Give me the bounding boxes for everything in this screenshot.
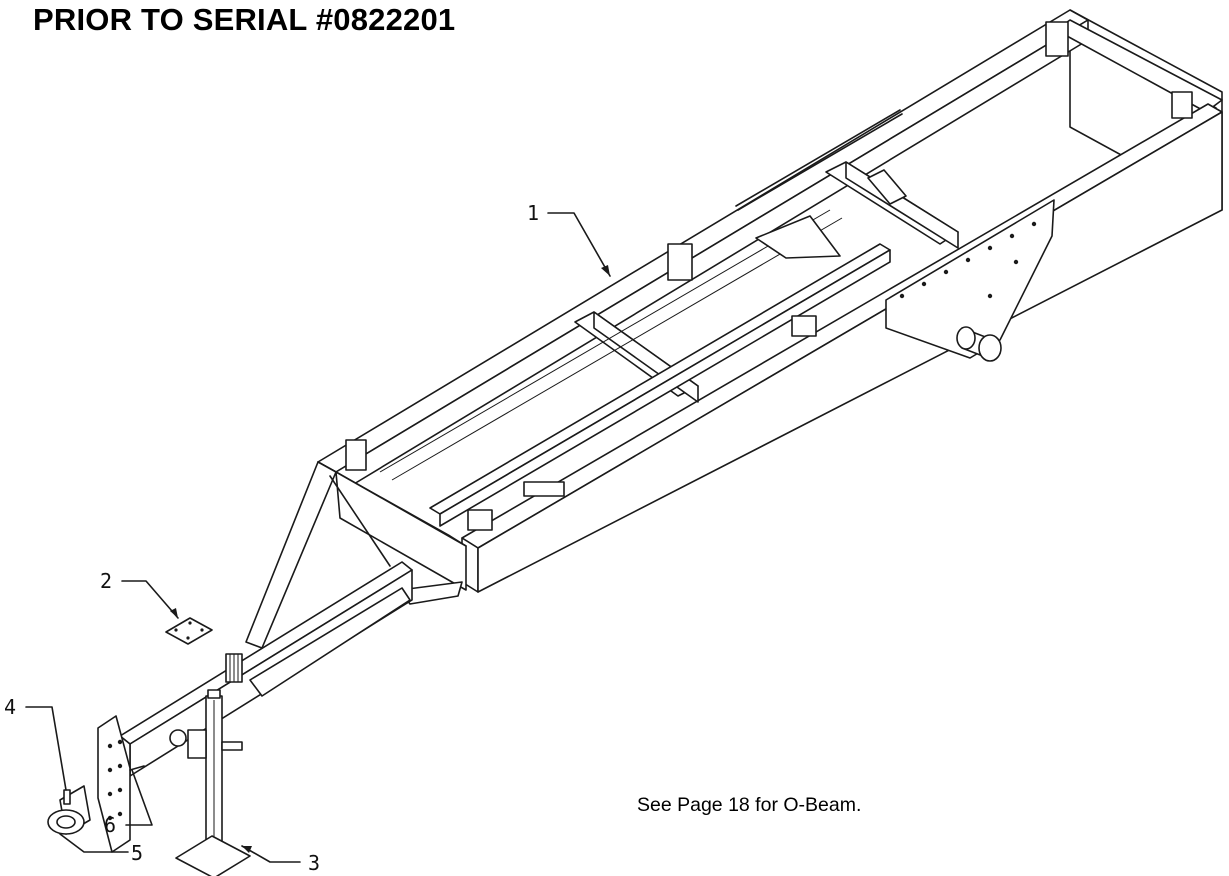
front-crossmember-face — [335, 471, 467, 591]
callout-6: 6 — [104, 813, 116, 837]
mount-tab — [667, 243, 693, 281]
callout-1: 1 — [527, 201, 539, 225]
mount-tab — [1171, 91, 1193, 119]
main-frame — [317, 9, 1223, 593]
mount-tab — [1045, 21, 1069, 57]
gusset-holes — [899, 221, 1037, 299]
hitch-mount-plate — [97, 715, 145, 853]
callout-5: 5 — [131, 841, 143, 865]
tongue — [119, 461, 463, 777]
jack-mount-plate — [165, 617, 213, 645]
under-bracket-2 — [867, 169, 907, 205]
mount-tab — [467, 509, 493, 531]
callout-3: 3 — [308, 851, 320, 875]
callout-2: 2 — [100, 569, 112, 593]
hitch-clevis — [47, 785, 91, 835]
jack-crank-housing — [187, 729, 207, 759]
o-beam-note: See Page 18 for O-Beam. — [637, 794, 862, 816]
mount-tab — [345, 439, 367, 471]
tongue-beam-top — [119, 561, 413, 745]
axle-gusset-plate — [885, 199, 1055, 359]
jack-wheel — [169, 729, 187, 747]
axle-spindle — [956, 326, 1002, 362]
mid-crossmember-2-face — [845, 161, 959, 249]
mount-tab — [791, 315, 817, 337]
mount-tab — [523, 481, 565, 497]
under-bracket — [755, 215, 841, 259]
tongue-jack — [169, 689, 251, 876]
tongue-channel — [249, 587, 411, 697]
callout-leaders — [25, 212, 611, 863]
page-title: PRIOR TO SERIAL #0822201 — [33, 2, 456, 37]
callout-4: 4 — [4, 695, 16, 719]
inner-rail-1-face — [439, 249, 891, 527]
jack-handle — [221, 741, 243, 751]
jack-foot — [175, 835, 251, 876]
